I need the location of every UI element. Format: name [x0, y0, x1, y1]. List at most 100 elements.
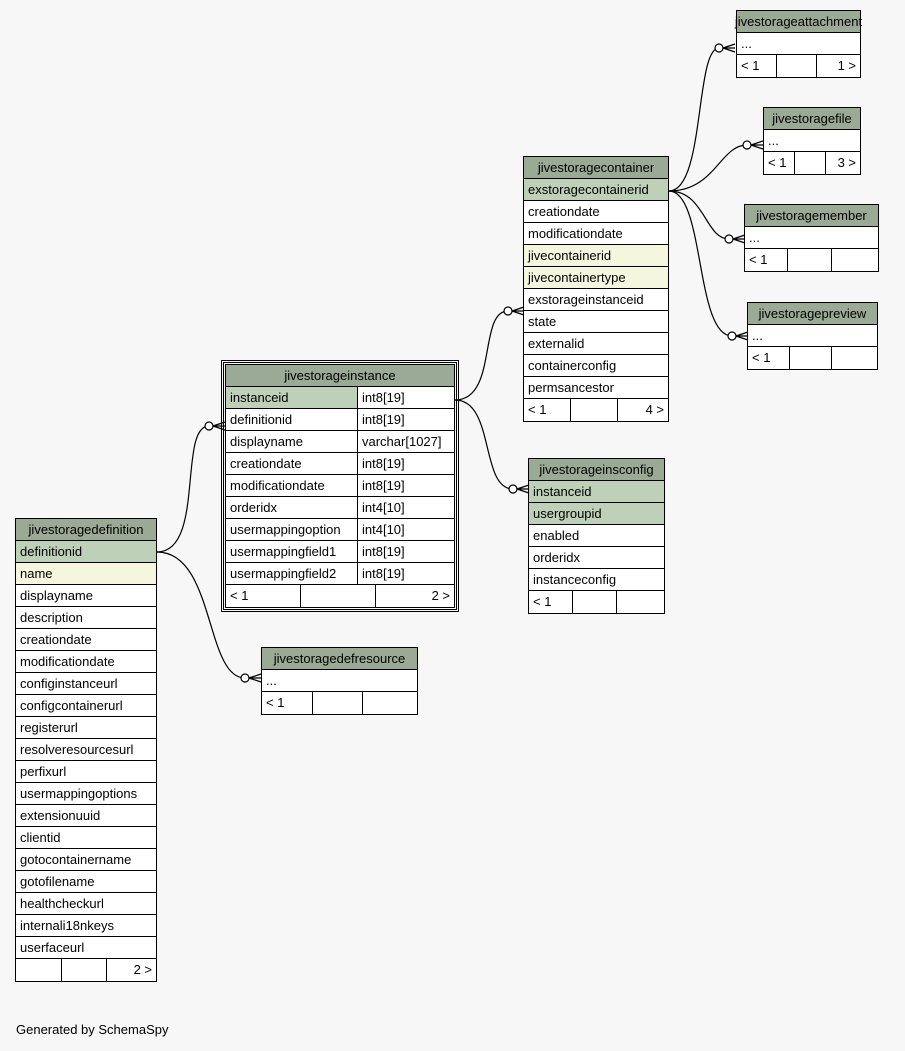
edge-container-attachment	[668, 43, 736, 192]
crows-foot-marker	[516, 484, 530, 494]
edge-container-member	[668, 190, 746, 244]
table-title: jivestoragefile	[764, 108, 860, 130]
table-footer: < 1	[745, 249, 878, 271]
edge-instance-container	[454, 306, 525, 401]
column-row: configinstanceurl	[16, 673, 156, 695]
column-row: usergroupid	[529, 503, 664, 525]
column-row: configcontainerurl	[16, 695, 156, 717]
column-row: externalid	[524, 333, 668, 355]
optional-circle-marker	[724, 234, 734, 244]
column-row: exstorageinstanceid	[524, 289, 668, 311]
column-row: instanceid	[529, 481, 664, 503]
column-row: containerconfig	[524, 355, 668, 377]
column-row: usermappingoptions	[16, 783, 156, 805]
column-row: enabled	[529, 525, 664, 547]
table-title: jivestoragepreview	[748, 303, 877, 325]
column-row: ...	[764, 130, 860, 152]
table-footer: 2 >	[16, 959, 156, 981]
column-row: instanceconfig	[529, 569, 664, 591]
column-row: permsancestor	[524, 377, 668, 399]
optional-circle-marker	[503, 306, 513, 316]
column-row: jivecontainerid	[524, 245, 668, 267]
crows-foot-marker	[248, 673, 262, 683]
table-footer: < 1	[748, 347, 877, 369]
edge-definition-instance	[156, 421, 226, 553]
column-row: clientid	[16, 827, 156, 849]
column-row: modificationdate	[524, 223, 668, 245]
column-row: jivecontainertype	[524, 267, 668, 289]
table-jivestoragepreview[interactable]: jivestoragepreview ... < 1	[747, 302, 878, 370]
column-row: creationdate	[16, 629, 156, 651]
column-row: gotocontainername	[16, 849, 156, 871]
optional-circle-marker	[742, 140, 752, 150]
column-row: definitionid	[16, 541, 156, 563]
column-row: ...	[737, 33, 860, 55]
table-jivestoragecontainer[interactable]: jivestoragecontainer exstoragecontaineri…	[523, 156, 669, 422]
optional-circle-marker	[240, 673, 250, 683]
column-row: ...	[748, 325, 877, 347]
column-row: state	[524, 311, 668, 333]
column-row: internali18nkeys	[16, 915, 156, 937]
crows-foot-marker	[750, 140, 764, 150]
column-row: perfixurl	[16, 761, 156, 783]
column-row: extensionuuid	[16, 805, 156, 827]
crows-foot-marker	[735, 331, 749, 341]
column-row: modificationdate	[16, 651, 156, 673]
table-footer: < 1	[262, 692, 417, 714]
column-row: orderidx	[529, 547, 664, 569]
table-title: jivestorageinstance	[226, 365, 454, 387]
crows-foot-marker	[722, 43, 736, 53]
column-row: displayname	[16, 585, 156, 607]
column-row: resolveresourcesurl	[16, 739, 156, 761]
column-row: gotofilename	[16, 871, 156, 893]
edge-container-file	[668, 140, 764, 192]
optional-circle-marker	[508, 484, 518, 494]
table-jivestoragedefresource[interactable]: jivestoragedefresource ... < 1	[261, 647, 418, 715]
column-row: exstoragecontainerid	[524, 179, 668, 201]
table-title: jivestorageattachment	[735, 11, 862, 33]
crows-foot-marker	[732, 234, 746, 244]
optional-circle-marker	[727, 331, 737, 341]
table-footer: < 1	[529, 591, 664, 613]
column-row: ...	[262, 670, 417, 692]
column-row: creationdate	[524, 201, 668, 223]
column-row: description	[16, 607, 156, 629]
table-title: jivestoragedefresource	[262, 648, 417, 670]
column-row: registerurl	[16, 717, 156, 739]
column-row: healthcheckurl	[16, 893, 156, 915]
table-title: jivestoragemember	[745, 205, 878, 227]
table-jivestorageinsconfig[interactable]: jivestorageinsconfig instanceid usergrou…	[528, 458, 665, 614]
column-row: userfaceurl	[16, 937, 156, 959]
table-title: jivestorageinsconfig	[529, 459, 664, 481]
table-title: jivestoragedefinition	[16, 519, 156, 541]
crows-foot-marker	[511, 306, 525, 316]
generated-by-note: Generated by SchemaSpy	[16, 1022, 169, 1037]
column-row: ...	[745, 227, 878, 249]
table-jivestoragemember[interactable]: jivestoragemember ... < 1	[744, 204, 879, 272]
column-row: name	[16, 563, 156, 585]
crows-foot-marker	[212, 421, 226, 431]
optional-circle-marker	[204, 421, 214, 431]
table-title: jivestoragecontainer	[524, 157, 668, 179]
edge-container-preview	[668, 190, 749, 341]
table-jivestoragedefinition[interactable]: jivestoragedefinition definitionid name …	[15, 518, 157, 982]
edge-definition-defresource	[156, 551, 262, 683]
edge-instance-insconfig	[454, 399, 530, 494]
